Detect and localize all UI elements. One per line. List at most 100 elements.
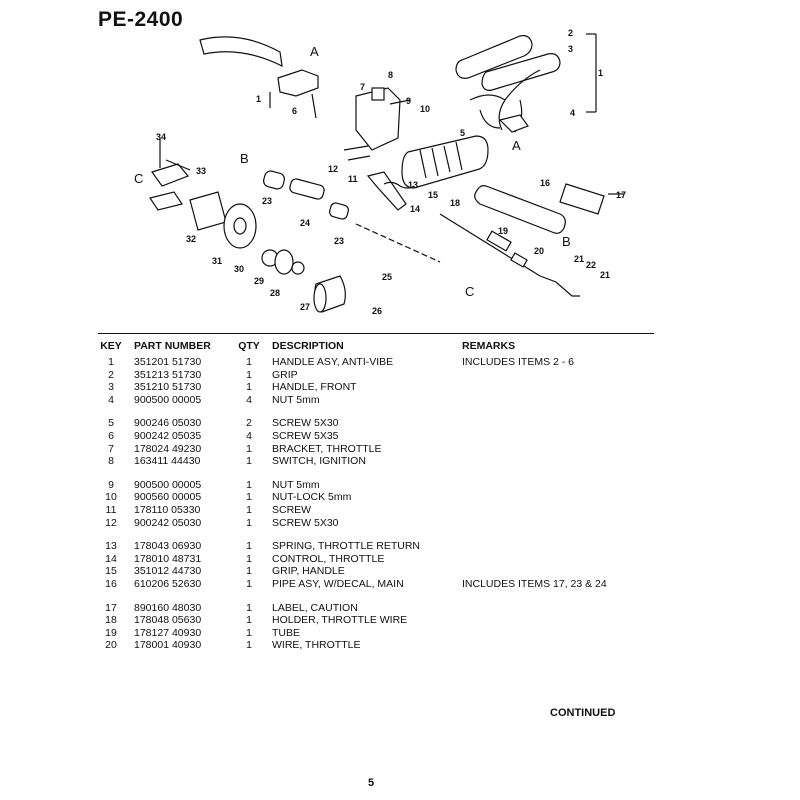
callout-15: 15 [428, 190, 438, 200]
cell-description: SPRING, THROTTLE RETURN [272, 540, 420, 553]
callout-A-top: A [310, 44, 319, 59]
cell-key: 17 [105, 601, 117, 614]
exploded-parts-diagram: A A B B C C 1 1 2 3 4 5 6 7 8 9 10 11 12… [134, 28, 626, 316]
cell-qty: 1 [246, 503, 252, 516]
cell-part-number: 900560 00005 [134, 491, 202, 504]
cell-remarks [462, 455, 662, 468]
bent-tube-part [199, 36, 283, 68]
table-header-row: KEY PART NUMBER QTY DESCRIPTION REMARKS [96, 340, 662, 356]
cell-part-number: 178127 40930 [134, 626, 202, 639]
cell-qty: 1 [246, 442, 252, 455]
parts-table-body: 1 351201 51730 1 HANDLE ASY, ANTI-VIBE INCLU… [96, 356, 662, 652]
cell-qty: 1 [246, 565, 252, 578]
cell-description: CONTROL, THROTTLE [272, 552, 385, 565]
callout-10: 10 [420, 104, 430, 114]
cell-key: 7 [108, 442, 114, 455]
cell-description: SCREW 5X30 [272, 516, 339, 529]
callout-C-right: C [465, 284, 474, 299]
cell-part-number: 610206 52630 [134, 577, 202, 590]
cell-remarks [462, 627, 662, 640]
callout-17: 17 [616, 190, 626, 200]
cell-description: HOLDER, THROTTLE WIRE [272, 614, 408, 627]
cell-remarks [462, 381, 662, 394]
group-spacer [96, 591, 662, 602]
cell-part-number: 178024 49230 [134, 442, 202, 455]
callout-6: 6 [292, 106, 297, 116]
cell-remarks [462, 504, 662, 517]
callout-34: 34 [156, 132, 166, 142]
callout-23b: 23 [334, 236, 344, 246]
callout-5: 5 [460, 128, 465, 138]
continued-label: CONTINUED [550, 707, 616, 719]
cell-qty: 4 [246, 393, 252, 406]
cell-remarks [462, 565, 662, 578]
cell-remarks [462, 417, 662, 430]
throttle-bracket-part [355, 87, 401, 151]
clamp-part [277, 69, 319, 97]
cell-remarks: INCLUDES ITEMS 17, 23 & 24 [462, 577, 607, 590]
callout-1b: 1 [256, 94, 261, 104]
callout-28: 28 [270, 288, 280, 298]
cell-description: WIRE, THROTTLE [272, 639, 361, 652]
table-row: 7 178024 49230 1 BRACKET, THROTTLE [96, 443, 662, 456]
cell-key: 20 [105, 639, 117, 652]
flange-part [223, 203, 257, 249]
cell-remarks [462, 430, 662, 443]
callout-7: 7 [360, 82, 365, 92]
callout-1: 1 [598, 68, 603, 78]
callout-19: 19 [498, 226, 508, 236]
group-spacer [96, 529, 662, 540]
cell-remarks [462, 639, 662, 652]
cell-part-number: 178010 48731 [134, 552, 202, 565]
callout-14: 14 [410, 204, 420, 214]
spacer-cell [96, 406, 662, 417]
parts-table: KEY PART NUMBER QTY DESCRIPTION REMARKS … [96, 340, 662, 652]
header-remarks: REMARKS [462, 340, 516, 352]
cell-description: HANDLE ASY, ANTI-VIBE [272, 356, 394, 368]
cell-description: SCREW 5X30 [272, 417, 339, 430]
cell-part-number: 351213 51730 [134, 368, 202, 381]
header-qty: QTY [238, 340, 260, 352]
cell-key: 15 [105, 565, 117, 578]
cell-qty: 1 [246, 368, 252, 381]
cell-key: 1 [108, 356, 114, 368]
cell-qty: 1 [246, 626, 252, 639]
callout-B-right: B [562, 234, 571, 249]
housing-part [189, 191, 227, 231]
callout-20: 20 [534, 246, 544, 256]
cell-qty: 1 [246, 614, 252, 627]
callout-25: 25 [382, 272, 392, 282]
callout-21b: 21 [600, 270, 610, 280]
cell-qty: 1 [246, 540, 252, 553]
callout-13: 13 [408, 180, 418, 190]
cell-qty: 1 [246, 491, 252, 504]
cell-part-number: 178110 05330 [134, 503, 201, 516]
main-pipe-part [474, 185, 566, 234]
cell-description: HANDLE, FRONT [272, 381, 357, 394]
callout-12: 12 [328, 164, 338, 174]
cell-qty: 1 [246, 601, 252, 614]
page-title: PE-2400 [98, 8, 184, 31]
cell-part-number: 351201 51730 [134, 356, 202, 368]
spacer-cell [96, 529, 662, 540]
callout-26: 26 [372, 306, 382, 316]
cell-key: 2 [108, 368, 114, 381]
cell-key: 12 [105, 516, 117, 529]
page-number: 5 [368, 777, 375, 789]
callout-31: 31 [212, 256, 222, 266]
cell-description: BRACKET, THROTTLE [272, 442, 382, 455]
callout-18: 18 [450, 198, 460, 208]
cell-key: 13 [105, 540, 117, 553]
